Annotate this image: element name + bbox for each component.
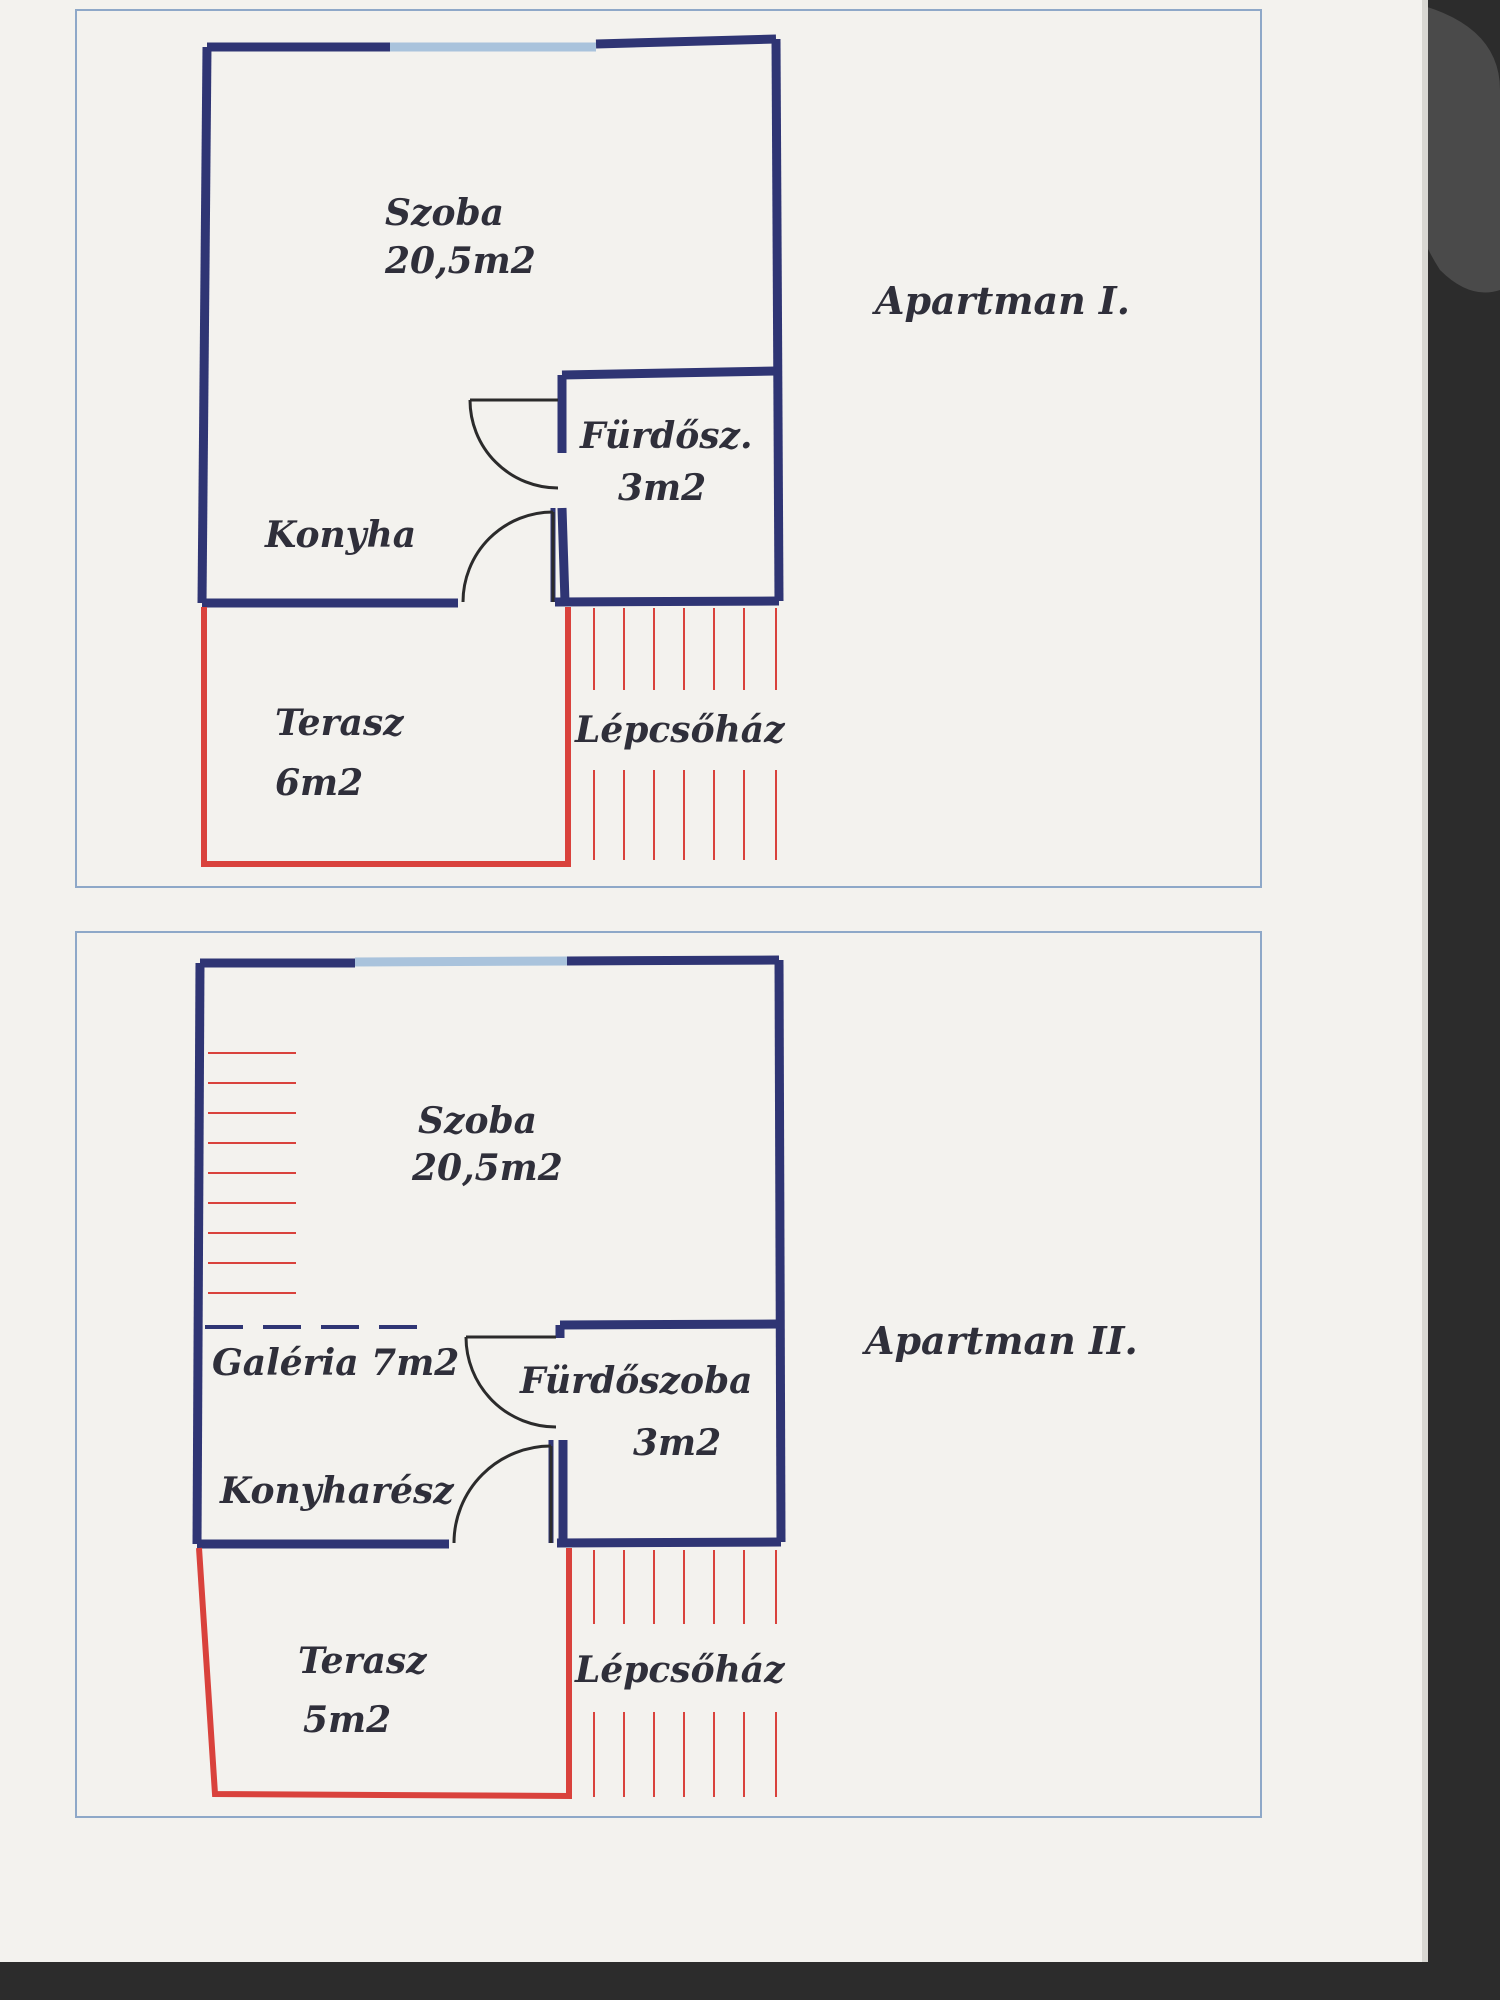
- apartment-2-plan: [75, 931, 1262, 1818]
- wall: [197, 46, 212, 604]
- terrace-railing: [196, 1547, 572, 1800]
- kitchen-label: Konyha: [265, 514, 417, 556]
- apartment-1-plan: [75, 9, 1262, 888]
- staircase-steps: [593, 608, 777, 860]
- gallery-stairs: [208, 1052, 296, 1294]
- terrace-label: Terasz: [298, 1640, 427, 1682]
- window: [354, 956, 568, 967]
- staircase-label: Lépcsőház: [575, 709, 785, 751]
- staircase-steps: [593, 1550, 777, 1797]
- wall: [192, 962, 205, 1545]
- wall: [554, 596, 780, 607]
- apartment-1-frame: [75, 9, 1262, 888]
- apartment-2-frame: [75, 931, 1262, 1818]
- terrace-railing: [201, 607, 571, 867]
- wall: [771, 38, 784, 602]
- terrace-area: 6m2: [275, 762, 364, 804]
- entrance-door: [452, 1444, 553, 1544]
- gallery-label: Galéria 7m2: [212, 1342, 460, 1384]
- paper-sheet: [0, 0, 1422, 1962]
- wall: [556, 1537, 782, 1548]
- wall: [561, 366, 777, 380]
- bathroom-door: [468, 398, 559, 490]
- bathroom-area: 3m2: [618, 467, 707, 509]
- paper-edge: [1422, 0, 1428, 1962]
- wall: [559, 1319, 780, 1330]
- bathroom-label: Fürdőszoba: [520, 1360, 753, 1402]
- szoba-label: Szoba: [385, 192, 504, 234]
- bathroom-area: 3m2: [633, 1422, 722, 1464]
- wall: [566, 955, 780, 966]
- terrace-label: Terasz: [275, 702, 404, 744]
- kitchen-label: Konyharész: [220, 1470, 454, 1512]
- bathroom-label: Fürdősz.: [580, 415, 753, 457]
- szoba-label: Szoba: [418, 1100, 537, 1142]
- szoba-area: 20,5m2: [385, 240, 536, 282]
- bathroom-door: [464, 1335, 557, 1429]
- apartment-1-title: Apartman I.: [875, 278, 1130, 323]
- wall: [774, 959, 786, 1543]
- wall: [595, 34, 777, 49]
- wall: [557, 507, 570, 603]
- entrance-door: [461, 510, 555, 603]
- staircase-label: Lépcsőház: [575, 1649, 785, 1691]
- szoba-area: 20,5m2: [412, 1147, 563, 1189]
- apartment-2-title: Apartman II.: [865, 1318, 1138, 1363]
- terrace-area: 5m2: [303, 1699, 392, 1741]
